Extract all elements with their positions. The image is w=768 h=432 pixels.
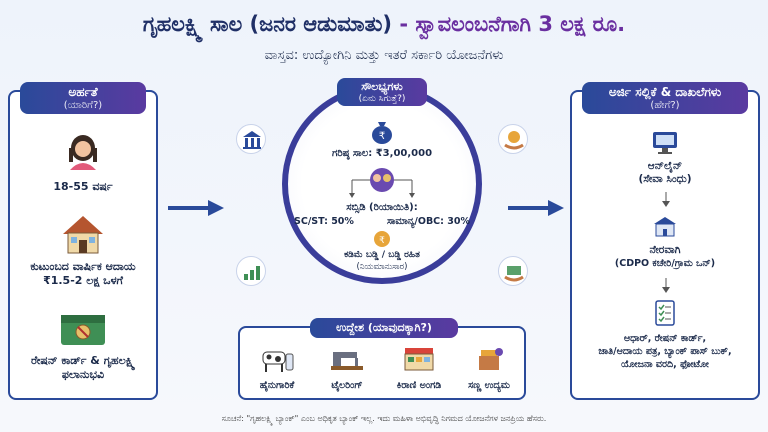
eligibility-subtitle: (ಯಾರಿಗೆ?) [63, 100, 103, 111]
eligibility-income-label: ಕುಟುಂಬದ ವಾರ್ಷಿಕ ಆದಾಯ ₹1.5-2 ಲಕ್ಷ ಒಳಗೆ [30, 260, 136, 287]
shop-icon [404, 348, 434, 371]
purpose-item-dairy: ಹೈನುಗಾರಿಕೆ [242, 344, 312, 391]
purpose-item-grocery: ಕಿರಾಣಿ ಅಂಗಡಿ [384, 344, 454, 391]
purpose-item-tailoring: ಟೈಲರಿಂಗ್ [312, 344, 382, 391]
purpose-grocery-label: ಕಿರಾಣಿ ಅಂಗಡಿ [396, 380, 442, 391]
arrow-down-icon [662, 192, 670, 207]
svg-text:₹: ₹ [379, 236, 385, 246]
benefits-heading: ಸೌಲಭ್ಯಗಳು (ಏನು ಸಿಗುತ್ತೆ?) [337, 78, 427, 106]
arrow-down-icon [662, 278, 670, 293]
eligibility-age-label: 18-55 ವರ್ಷ [53, 180, 113, 193]
interest-note: (ನಿಯಮಾನುಸಾರ) [356, 262, 408, 272]
svg-text:₹: ₹ [379, 131, 385, 142]
arrow-right-icon [508, 200, 564, 216]
eligibility-item-age: 18-55 ವರ್ಷ [10, 130, 156, 194]
subsidy-split-icon [349, 168, 415, 198]
bank-icon [236, 124, 266, 154]
purpose-item-small-business: ಸಣ್ಣ ಉದ್ಯಮ [454, 344, 524, 391]
page-title: ಗೃಹಲಕ್ಷ್ಮಿ ಸಾಲ (ಜನರ ಆಡುಮಾತು) - ಸ್ವಾವಲಂಬನ… [0, 12, 768, 37]
apply-documents-line2: ಜಾತಿ/ಆದಾಯ ಪತ್ರ, ಬ್ಯಾಂಕ್ ಪಾಸ್ ಬುಕ್, [598, 346, 732, 357]
subsidy-sc-st: SC/ST: 50% [294, 216, 354, 227]
sewing-machine-icon [331, 352, 363, 370]
max-loan-text: ಗರಿಷ್ಠ ಸಾಲ: ₹3,00,000 [331, 148, 433, 159]
house-icon [63, 216, 103, 254]
purpose-dairy-label: ಹೈನುಗಾರಿಕೆ [259, 380, 295, 391]
apply-heading: ಅರ್ಜಿ ಸಲ್ಲಿಕೆ & ದಾಖಲೆಗಳು (ಹೇಗೆ?) [582, 82, 748, 114]
purpose-tailoring-label: ಟೈಲರಿಂಗ್ [331, 380, 363, 391]
eligibility-panel: ಅರ್ಹತೆ (ಯಾರಿಗೆ?) 18-55 ವರ್ಷ ಕುಟುಂಬದ ವಾರ್… [8, 82, 158, 400]
office-icon [654, 217, 676, 237]
footer-note: ಸೂಚನೆ: "ಗೃಹಲಕ್ಷ್ಮಿ ಬ್ಯಾಂಕ್" ಎಂಬ ಅಧಿಕೃತ ಬ… [221, 414, 547, 423]
interest-text: ಕಡಿಮೆ ಬಡ್ಡಿ / ಬಡ್ಡಿ ರಹಿತ [344, 250, 420, 260]
apply-online-sub: (ಸೇವಾ ಸಿಂಧು) [638, 173, 692, 185]
subsidy-title: ಸಬ್ಸಿಡಿ (ರಿಯಾಯಿತಿ): [346, 202, 418, 213]
apply-step-documents: ಆಧಾರ್, ರೇಷನ್ ಕಾರ್ಡ್, ಜಾತಿ/ಆದಾಯ ಪತ್ರ, ಬ್ಯ… [572, 298, 758, 371]
benefits-subtitle: (ಏನು ಸಿಗುತ್ತೆ?) [358, 94, 406, 104]
money-bag-icon: ₹ [372, 122, 392, 144]
subsidy-rates: SC/ST: 50% ಸಾಮಾನ್ಯ/OBC: 30% [294, 216, 470, 227]
checklist-icon [655, 300, 675, 326]
small-business-icon [479, 348, 503, 370]
eligibility-item-income: ಕುಟುಂಬದ ವಾರ್ಷಿಕ ಆದಾಯ ₹1.5-2 ಲಕ್ಷ ಒಳಗೆ [10, 212, 156, 288]
purpose-small-business-label: ಸಣ್ಣ ಉದ್ಯಮ [468, 380, 510, 391]
apply-step-online: ಆನ್‌ಲೈನ್ (ಸೇವಾ ಸಿಂಧು) [572, 130, 758, 186]
apply-documents-line3: ಯೋಜನಾ ವರದಿ, ಫೋಟೋ [621, 359, 709, 370]
title-main: ಗೃಹಲಕ್ಷ್ಮಿ ಸಾಲ (ಜನರ ಆಡುಮಾತು) [142, 12, 392, 36]
benefits-title: ಸೌಲಭ್ಯಗಳು [361, 80, 403, 93]
eligibility-heading: ಅರ್ಹತೆ (ಯಾರಿಗೆ?) [20, 82, 146, 114]
growth-icon [236, 256, 266, 286]
apply-panel: ಅರ್ಜಿ ಸಲ್ಲಿಕೆ & ದಾಖಲೆಗಳು (ಹೇಗೆ?) ಆನ್‌ಲೈನ… [570, 82, 760, 400]
eligibility-title: ಅರ್ಹತೆ [68, 85, 98, 99]
benefits-circle: ಸೌಲಭ್ಯಗಳು (ಏನು ಸಿಗುತ್ತೆ?) ₹ ಗರಿಷ್ಠ ಸಾಲ: … [232, 78, 532, 384]
apply-title: ಅರ್ಜಿ ಸಲ್ಲಿಕೆ & ದಾಖಲೆಗಳು [608, 85, 722, 99]
page-subtitle: ವಾಸ್ತವ: ಉದ್ಯೋಗಿನಿ ಮತ್ತು ಇತರೆ ಸರ್ಕಾರಿ ಯೋಜ… [264, 48, 504, 63]
apply-online-label: ಆನ್‌ಲೈನ್ [647, 160, 683, 172]
coin-hand-icon [498, 124, 528, 154]
cow-icon [262, 351, 294, 372]
eligibility-ration-label: ರೇಷನ್ ಕಾರ್ಡ್ & ಗೃಹಲಕ್ಷ್ಮಿ ಫಲಾನುಭವಿ [30, 354, 136, 381]
ration-card-icon [61, 315, 105, 345]
apply-offline-sub: (CDPO ಕಚೇರಿ/ಗ್ರಾಮ ಒನ್) [614, 258, 716, 269]
computer-icon [653, 132, 677, 154]
woman-icon [69, 135, 97, 170]
title-accent: - ಸ್ವಾವಲಂಬನೆಗಾಗಿ 3 ಲಕ್ಷ ರೂ. [399, 12, 626, 36]
purpose-panel: ಉದ್ದೇಶ (ಯಾವುದಕ್ಕಾಗಿ?) ಹೈನುಗಾರಿಕೆ ಟೈಲರಿಂಗ… [238, 318, 526, 400]
apply-offline-label: ನೇರವಾಗಿ [649, 244, 681, 256]
purpose-heading: ಉದ್ದೇಶ (ಯಾವುದಕ್ಕಾಗಿ?) [310, 318, 458, 338]
arrow-right-icon [168, 200, 224, 216]
eligibility-item-ration: ರೇಷನ್ ಕಾರ್ಡ್ & ಗೃಹಲಕ್ಷ್ಮಿ ಫಲಾನುಭವಿ [10, 310, 156, 382]
subsidy-general: ಸಾಮಾನ್ಯ/OBC: 30% [387, 216, 470, 227]
cash-hand-icon [498, 256, 528, 286]
coin-icon: ₹ [374, 231, 390, 247]
apply-subtitle: (ಹೇಗೆ?) [650, 100, 680, 111]
apply-documents-line1: ಆಧಾರ್, ರೇಷನ್ ಕಾರ್ಡ್, [623, 333, 707, 344]
apply-step-offline: ನೇರವಾಗಿ (CDPO ಕಚೇರಿ/ಗ್ರಾಮ ಒನ್) [572, 214, 758, 270]
